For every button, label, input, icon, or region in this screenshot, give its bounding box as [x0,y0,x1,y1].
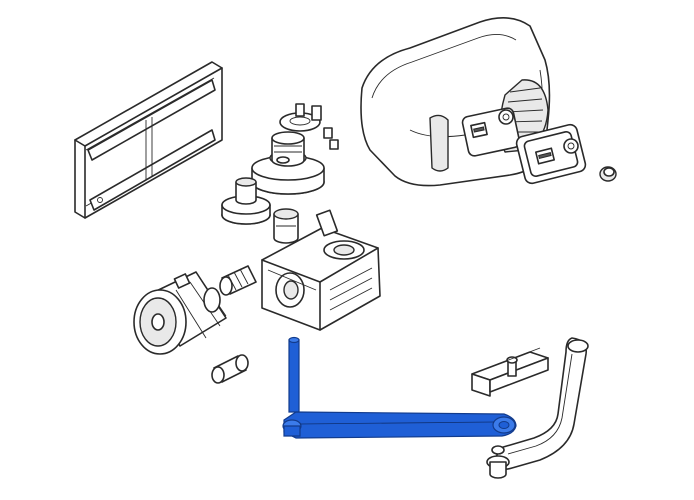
worm-coupling [219,265,257,296]
button-panel [515,123,587,185]
highlighted-straight-arm[interactable] [282,336,517,439]
output-gear-assembly [251,131,325,195]
arm-beam [283,411,517,439]
spacer-sleeve [211,354,249,384]
arm-shaft [288,339,300,413]
limit-switch-cam [279,103,339,150]
arm-wall-bracket [471,347,549,397]
release-knob [599,166,617,182]
gearbox-housing [261,209,381,331]
mounting-bracket-plate [74,61,223,219]
idler-gear [221,177,271,225]
bearing [273,208,299,244]
curved-articulated-arm [486,337,589,479]
electric-motor [133,271,227,355]
